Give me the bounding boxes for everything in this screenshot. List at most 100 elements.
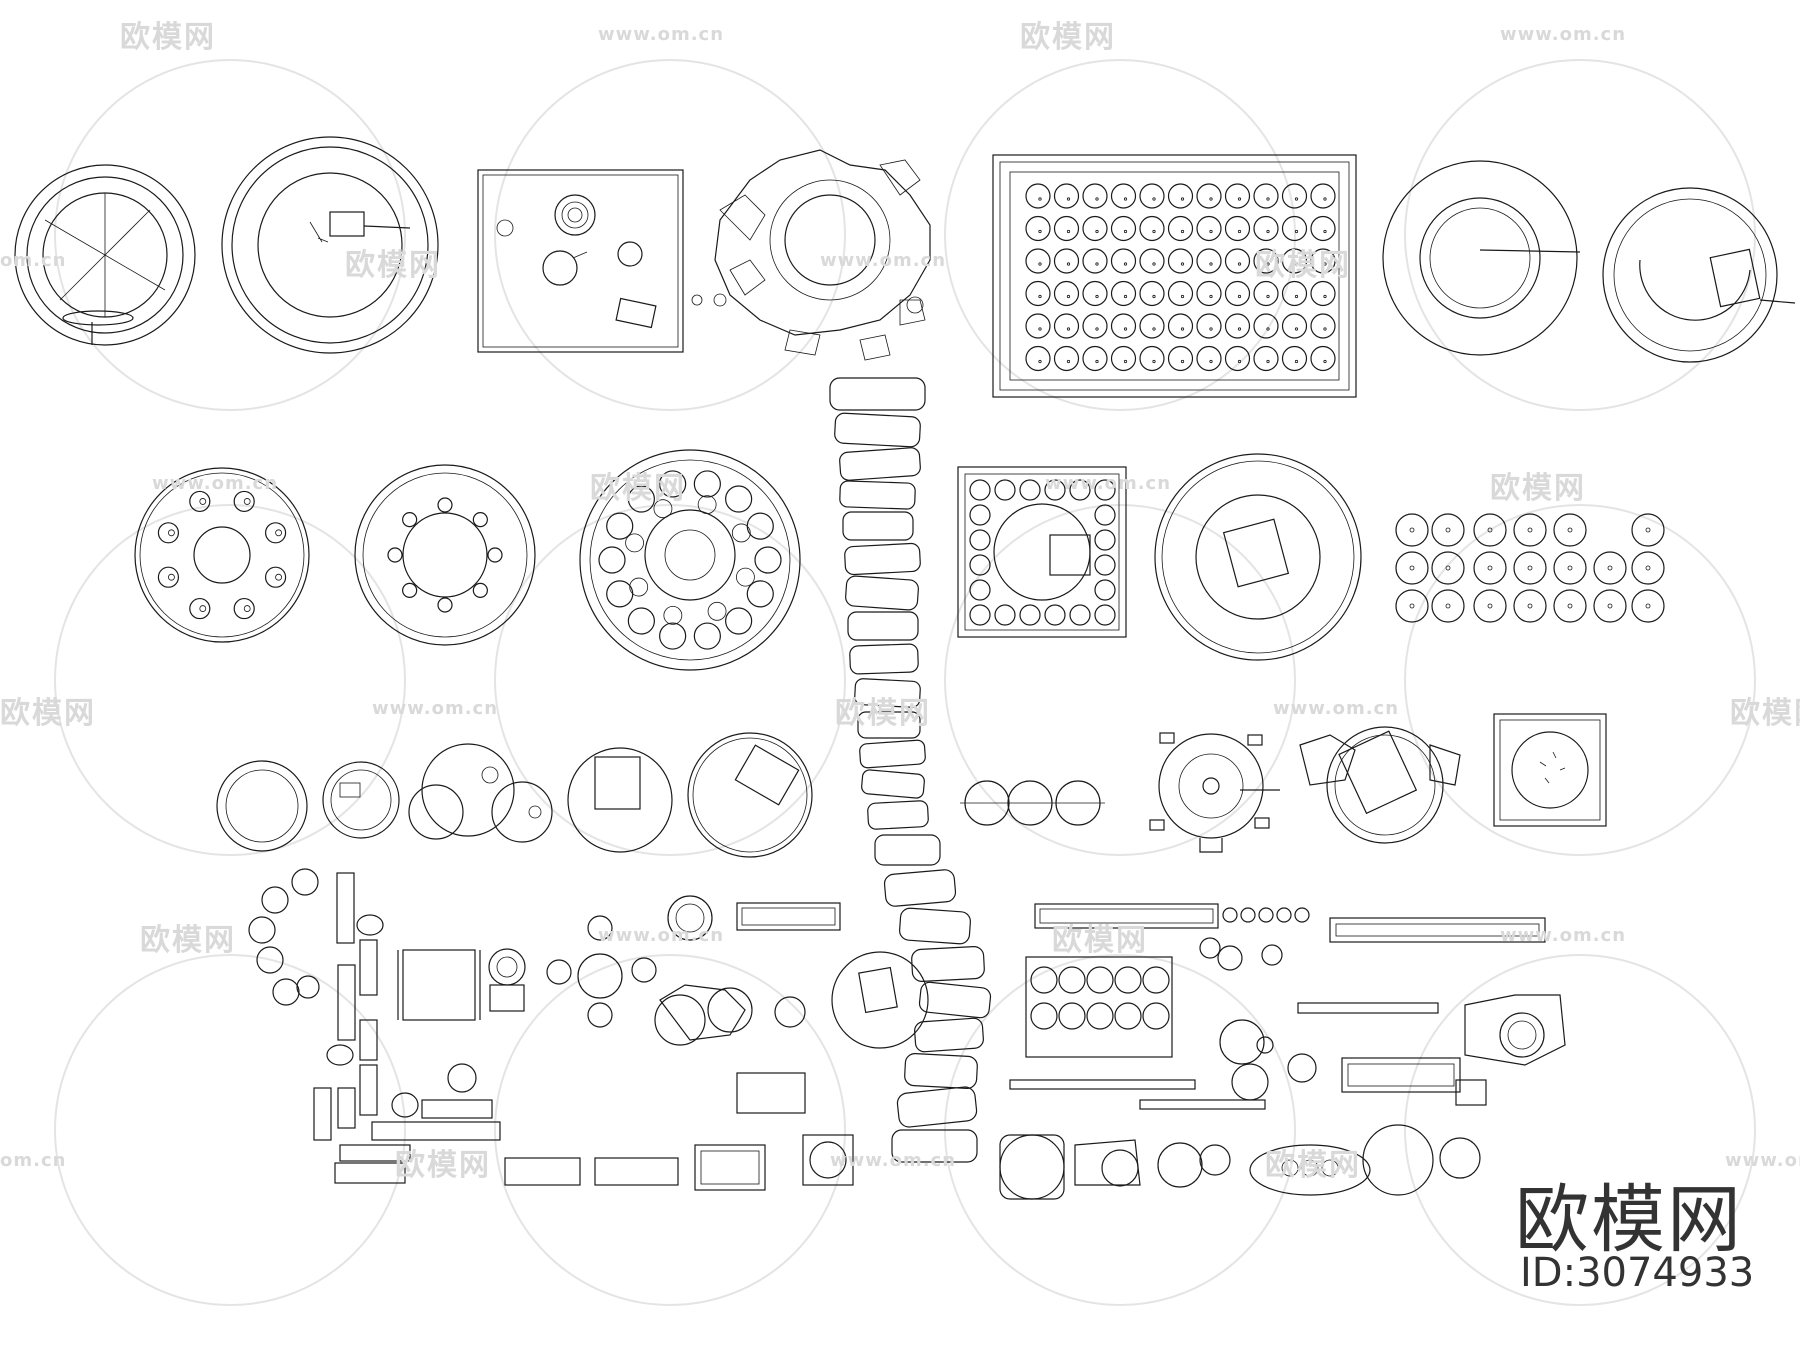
cushion bbox=[1224, 280, 1251, 307]
watermark-url: www.om.cn bbox=[1725, 1150, 1800, 1171]
cushion bbox=[1281, 248, 1308, 274]
watermark-brand: 欧模网 bbox=[1490, 471, 1586, 506]
cushion bbox=[1253, 280, 1279, 307]
cushion-dot bbox=[1323, 197, 1327, 201]
round-table-four-legs bbox=[1149, 732, 1280, 853]
cushion-dot bbox=[1266, 229, 1270, 234]
cushion bbox=[1167, 313, 1194, 339]
cushion-dot bbox=[1409, 603, 1415, 609]
cushion-dot bbox=[1209, 327, 1213, 331]
watermark-url: www.om.cn bbox=[372, 698, 499, 719]
cushion bbox=[1224, 183, 1251, 209]
cushion-dot bbox=[1038, 229, 1042, 234]
cushion bbox=[625, 533, 644, 553]
cushion bbox=[1513, 513, 1547, 547]
cushion-dot bbox=[1038, 327, 1042, 331]
cushion bbox=[1142, 1002, 1170, 1030]
cushion bbox=[1281, 215, 1308, 242]
cushion-dot bbox=[1209, 197, 1213, 201]
cushion-dot bbox=[1527, 603, 1533, 609]
cushion bbox=[746, 512, 774, 540]
cushion bbox=[969, 529, 991, 551]
small-round-tables-row bbox=[216, 732, 813, 858]
cushion-dot bbox=[1066, 262, 1071, 266]
cushion bbox=[1310, 313, 1336, 339]
cushion-dot bbox=[1152, 229, 1156, 234]
cushion-dot bbox=[1180, 359, 1185, 364]
cushion bbox=[1139, 280, 1165, 307]
cushion-dot bbox=[1567, 565, 1573, 571]
cushion-dot bbox=[1445, 565, 1451, 571]
cushion bbox=[629, 577, 649, 597]
chair-knob bbox=[472, 582, 488, 598]
cushion-dot bbox=[1066, 294, 1071, 299]
stool bbox=[189, 490, 211, 513]
round-table-with-chair-2 bbox=[831, 951, 929, 1049]
cushion bbox=[725, 607, 753, 635]
cushion bbox=[1196, 215, 1222, 242]
watermark-brand: 欧模网 bbox=[590, 471, 686, 506]
cushion-dot bbox=[1095, 262, 1099, 266]
cushion bbox=[746, 580, 774, 608]
cushion-dot bbox=[1066, 359, 1071, 364]
chair-knob bbox=[487, 547, 503, 563]
stone-fire-pit bbox=[691, 149, 931, 361]
stepping-stone bbox=[914, 1017, 984, 1053]
bistro-sets bbox=[546, 895, 806, 1046]
watermark-brand: 欧模网 bbox=[1020, 20, 1116, 55]
cushion-dot bbox=[1038, 197, 1042, 201]
cushion bbox=[1196, 280, 1222, 307]
watermark-url: www.om.cn bbox=[152, 473, 279, 494]
cushion-dot bbox=[1180, 262, 1185, 266]
long-slab-right bbox=[1329, 917, 1546, 943]
cushion-dot bbox=[1645, 603, 1651, 609]
round-rug-with-chair bbox=[1154, 453, 1362, 661]
cushion-dot bbox=[1180, 294, 1185, 299]
cushion bbox=[1110, 248, 1137, 274]
cushion bbox=[1395, 589, 1429, 623]
cushion bbox=[1053, 248, 1080, 274]
cushion bbox=[1053, 183, 1080, 209]
watermark-url: www.om.cn bbox=[1273, 698, 1400, 719]
cushion-dot bbox=[1294, 262, 1299, 266]
cushion bbox=[1019, 604, 1041, 626]
cushion bbox=[1224, 345, 1251, 372]
cushion-dot bbox=[1123, 294, 1128, 299]
cushion bbox=[1053, 280, 1080, 307]
cushion bbox=[659, 622, 687, 650]
cushion bbox=[1025, 280, 1051, 307]
stepping-stone bbox=[874, 834, 941, 866]
round-rug-with-tray bbox=[221, 136, 439, 354]
square-table-cushions bbox=[957, 466, 1127, 638]
cushion-dot bbox=[1180, 229, 1185, 234]
cushion bbox=[659, 470, 687, 498]
cushion bbox=[1086, 1002, 1114, 1030]
chair-knob bbox=[437, 597, 453, 613]
cushion-dot bbox=[1237, 294, 1242, 299]
cushion bbox=[606, 580, 634, 608]
cushion bbox=[1069, 479, 1091, 501]
cushion-grid bbox=[1025, 183, 1336, 372]
stool bbox=[157, 566, 180, 588]
cushion-dot bbox=[1645, 527, 1651, 533]
watermark-brand: 欧模网 bbox=[1255, 248, 1351, 283]
cushion bbox=[1053, 313, 1080, 339]
cushion bbox=[1114, 1002, 1142, 1030]
cushion-dot bbox=[1527, 527, 1533, 533]
cushion bbox=[1631, 589, 1665, 623]
cushion-dot bbox=[1095, 294, 1099, 299]
cushion bbox=[1044, 479, 1066, 501]
cushion-dot bbox=[1445, 603, 1451, 609]
cushion-dot bbox=[1123, 262, 1128, 266]
stool bbox=[157, 522, 180, 544]
cushion-dot bbox=[1152, 197, 1156, 201]
cushion bbox=[663, 606, 683, 625]
stepping-stone bbox=[845, 575, 919, 611]
watermark-url: om.cn bbox=[0, 1150, 67, 1171]
cushion-dot bbox=[1409, 565, 1415, 571]
cushion-dot bbox=[1607, 565, 1613, 571]
cushion bbox=[731, 523, 751, 543]
cushion bbox=[1019, 479, 1041, 501]
